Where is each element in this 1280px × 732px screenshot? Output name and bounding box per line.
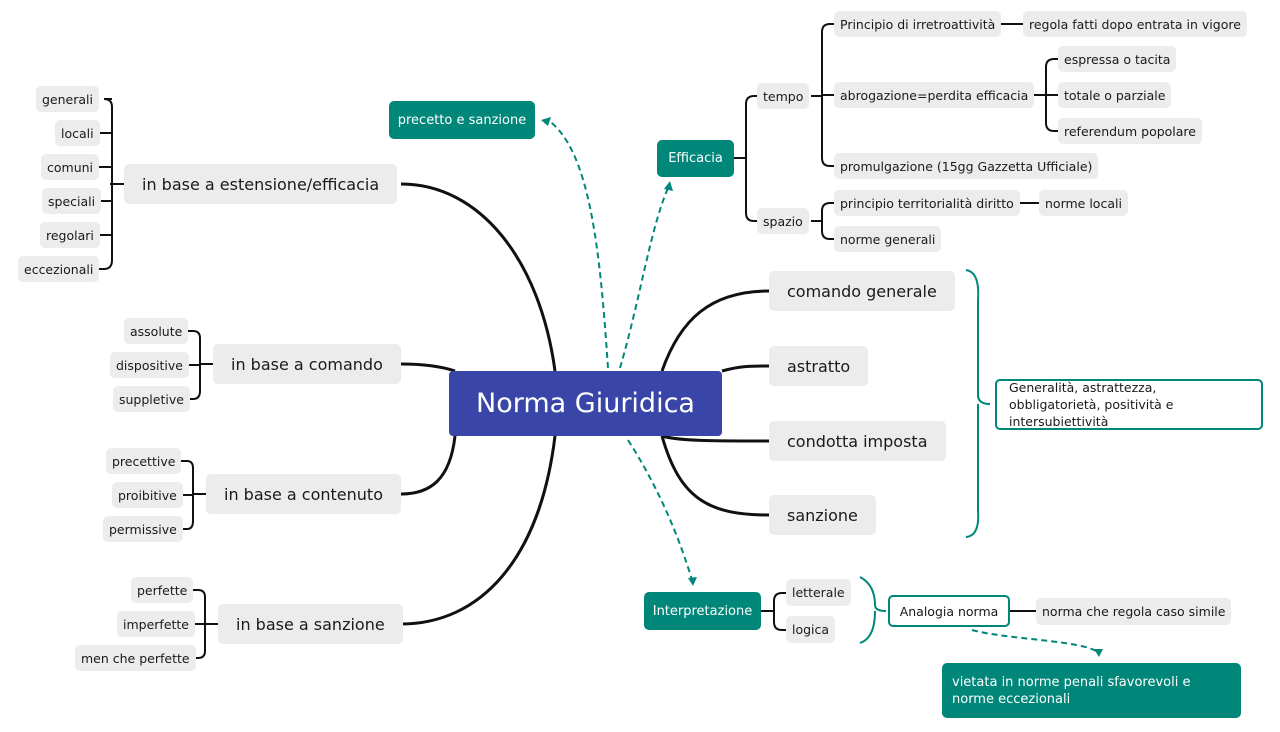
leaf-speciali[interactable]: speciali [42,188,102,214]
leaf-norme-locali[interactable]: norme locali [1039,190,1128,216]
leaf-imperfette[interactable]: imperfette [117,611,195,637]
node-regola-fatti[interactable]: regola fatti dopo entrata in vigore [1023,11,1247,37]
node-tempo[interactable]: tempo [757,83,810,109]
leaf-dispositive[interactable]: dispositive [110,352,189,378]
node-irretroattivita[interactable]: Principio di irretroattività [834,11,1002,37]
node-abrogazione[interactable]: abrogazione=perdita efficacia [834,82,1035,108]
leaf-norme-generali[interactable]: norme generali [834,226,942,252]
leaf-espressa[interactable]: espressa o tacita [1058,46,1177,72]
leaf-eccezionali[interactable]: eccezionali [18,256,100,282]
leaf-permissive[interactable]: permissive [103,516,183,542]
leaf-letterale[interactable]: letterale [786,579,851,606]
central-node[interactable]: Norma Giuridica [449,371,722,436]
node-comando[interactable]: in base a comando [213,344,401,384]
node-spazio[interactable]: spazio [757,208,809,234]
node-sanzione-right[interactable]: sanzione [769,495,876,535]
leaf-proibitive[interactable]: proibitive [112,482,183,508]
node-condotta-imposta[interactable]: condotta imposta [769,421,946,461]
node-promulgazione[interactable]: promulgazione (15gg Gazzetta Ufficiale) [834,153,1099,179]
leaf-comuni[interactable]: comuni [41,154,100,180]
leaf-suppletive[interactable]: suppletive [113,386,190,412]
leaf-regolari[interactable]: regolari [40,222,100,248]
leaf-logica[interactable]: logica [786,616,836,643]
leaf-norma-caso-simile[interactable]: norma che regola caso simile [1036,598,1232,625]
leaf-men-che-perfette[interactable]: men che perfette [75,645,196,671]
node-comando-generale[interactable]: comando generale [769,271,955,311]
node-interpretazione[interactable]: Interpretazione [644,592,761,630]
node-precetto-sanzione[interactable]: precetto e sanzione [389,101,535,139]
node-astratto[interactable]: astratto [769,346,869,386]
leaf-precettive[interactable]: precettive [106,448,182,474]
node-estensione[interactable]: in base a estensione/efficacia [124,164,398,204]
leaf-totale[interactable]: totale o parziale [1058,82,1172,108]
node-sanzione[interactable]: in base a sanzione [218,604,403,644]
leaf-referendum[interactable]: referendum popolare [1058,118,1202,144]
node-vietata[interactable]: vietata in norme penali sfavorevoli e no… [942,663,1241,718]
leaf-assolute[interactable]: assolute [124,318,189,344]
node-analogia[interactable]: Analogia norma [888,595,1010,627]
node-territorialita[interactable]: principio territorialità diritto [834,190,1020,216]
node-contenuto[interactable]: in base a contenuto [206,474,401,514]
node-efficacia[interactable]: Efficacia [657,140,734,177]
leaf-perfette[interactable]: perfette [131,577,194,603]
leaf-locali[interactable]: locali [55,120,100,146]
leaf-generali[interactable]: generali [36,86,99,112]
summary-node[interactable]: Generalità, astrattezza, obbligatorietà,… [995,379,1263,430]
